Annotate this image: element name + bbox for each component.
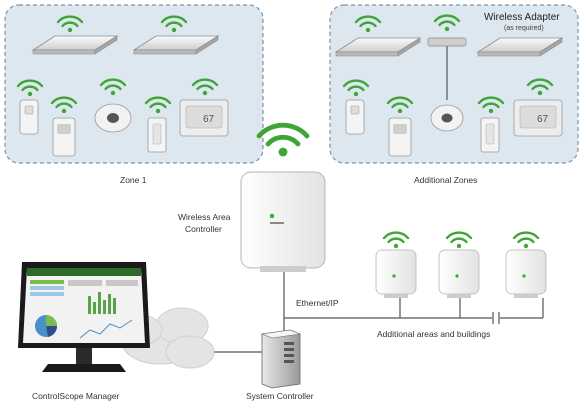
thermostat-reading: 67 (537, 114, 549, 125)
zone1-devices: 67 (16, 15, 229, 157)
controlscope-manager-label: ControlScope Manager (32, 391, 120, 401)
wireless-adapter-label: Wireless Adapter (484, 12, 560, 23)
additional-zone-devices: 67 (335, 14, 563, 157)
occupancy-sensor-icon (388, 117, 412, 157)
system-controller-label: System Controller (246, 391, 314, 401)
wireless-area-controller-icon (240, 171, 326, 272)
zone1-label: Zone 1 (120, 175, 147, 185)
wall-switch-icon (147, 117, 167, 153)
ceiling-sensor-icon (94, 103, 132, 133)
ceiling-sensor-icon (430, 104, 464, 132)
wireless-adapter-note: (as required) (504, 25, 544, 32)
wireless-area-controller-label-line2: Controller (185, 224, 222, 234)
thermostat-reading: 67 (203, 114, 215, 125)
wall-sensor-icon (345, 99, 365, 135)
network-wires (200, 268, 544, 353)
zone1-region (4, 4, 264, 164)
additional-zones-label: Additional Zones (414, 175, 478, 185)
thermostat-icon: 67 (513, 99, 563, 137)
wireless-area-controller-label-line1: Wireless Area (178, 212, 231, 222)
server-tower-icon (260, 329, 302, 389)
thermostat-icon: 67 (179, 99, 229, 137)
additional-area-controllers (375, 231, 547, 299)
additional-areas-label: Additional areas and buildings (377, 329, 491, 339)
wall-sensor-icon (19, 99, 39, 135)
ethernet-ip-label: Ethernet/IP (296, 298, 339, 308)
wireless-adapter-icon (427, 37, 467, 47)
wall-switch-icon (480, 117, 500, 153)
occupancy-sensor-icon (52, 117, 76, 157)
monitor-icon (18, 262, 150, 372)
